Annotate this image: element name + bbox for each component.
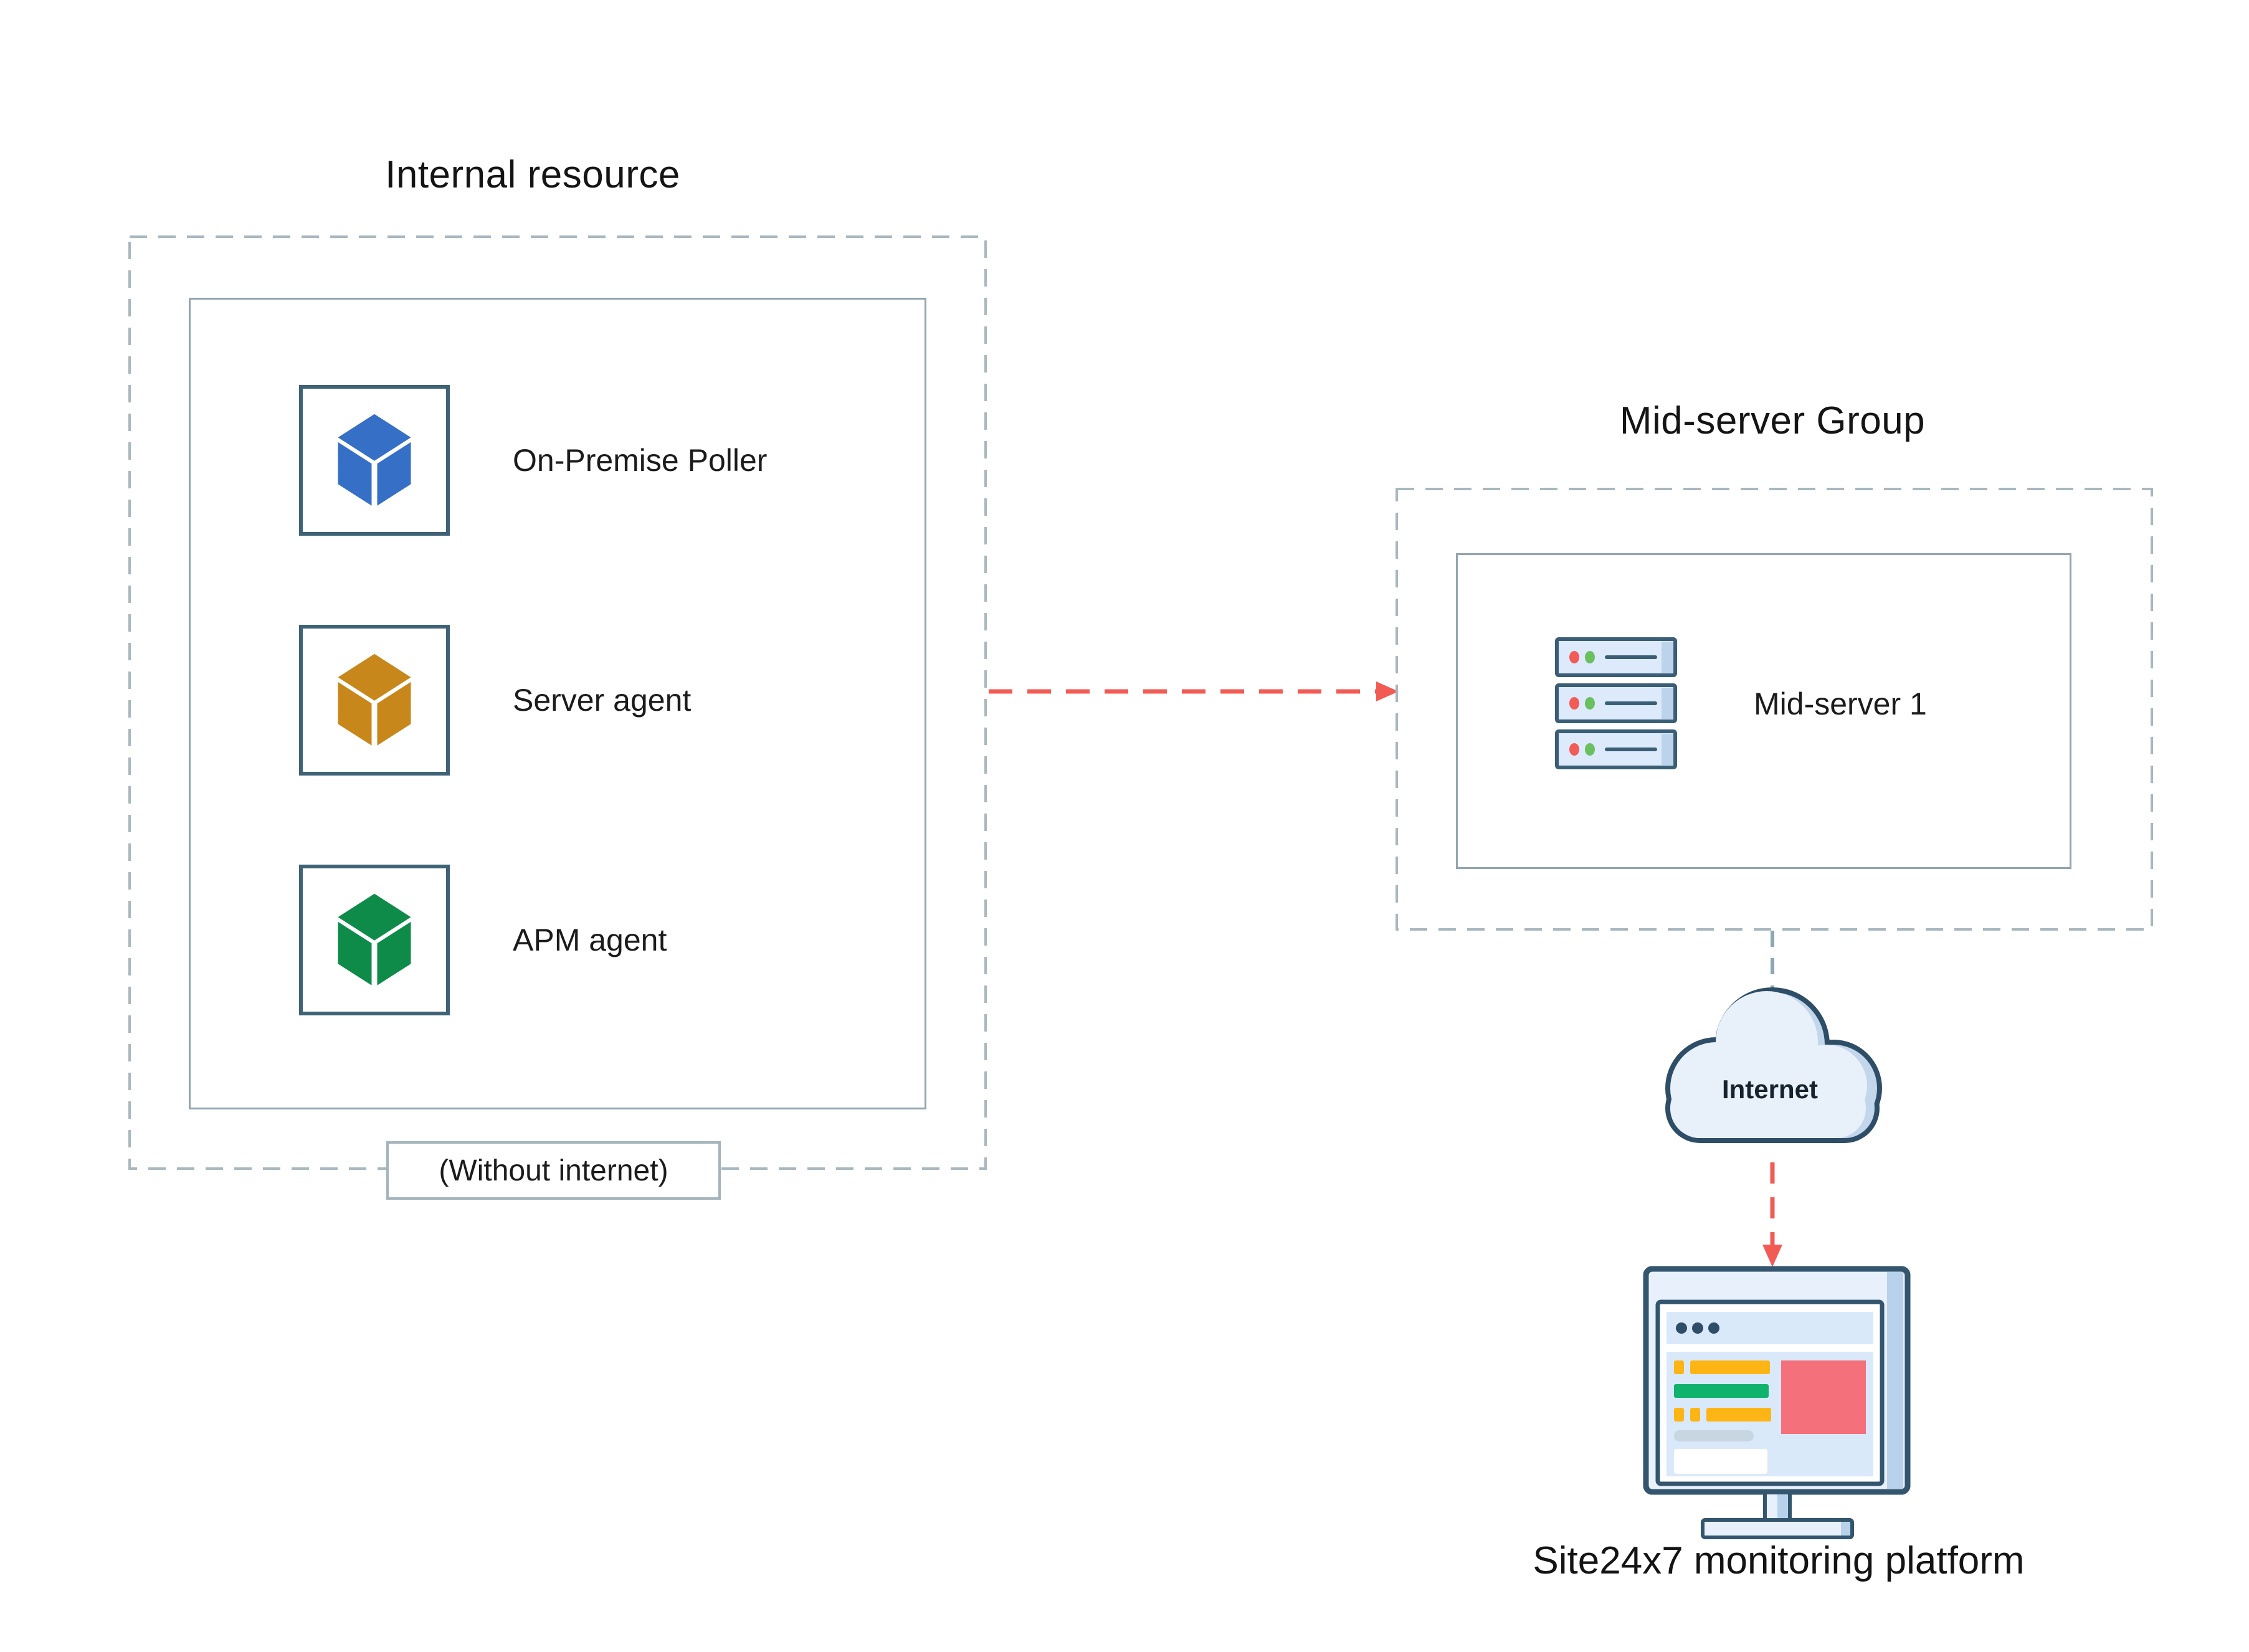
- midserver-to-internet-connector: [1771, 931, 1774, 995]
- platform-label: Site24x7 monitoring platform: [1533, 1539, 2025, 1582]
- mid-server-label: Mid-server 1: [1754, 686, 1927, 721]
- server-stack-icon: [1555, 637, 1677, 769]
- monitor-icon: [1643, 1266, 1911, 1539]
- cube-icon: [338, 414, 411, 506]
- mid-server-group-title: Mid-server Group: [1619, 399, 1926, 442]
- on-premise-poller-label: On-Premise Poller: [513, 443, 768, 478]
- internal-resource-title: Internal resource: [385, 153, 680, 196]
- server-agent-node: [299, 625, 450, 776]
- internal-to-midserver-arrow: [989, 681, 1399, 701]
- cube-icon: [338, 893, 411, 985]
- apm-agent-node: [299, 865, 450, 1015]
- without-internet-badge: (Without internet): [386, 1141, 721, 1200]
- internet-label: Internet: [1722, 1075, 1818, 1104]
- mid-server-group-dashed-border: [1396, 488, 2153, 931]
- cube-icon: [338, 653, 411, 746]
- mid-server-box: [1456, 553, 2071, 869]
- apm-agent-label: APM agent: [513, 923, 667, 957]
- cloud-icon: Internet: [1665, 987, 1882, 1143]
- on-premise-poller-node: [299, 385, 450, 536]
- server-agent-label: Server agent: [513, 683, 692, 718]
- internet-to-platform-arrow: [1762, 1162, 1782, 1267]
